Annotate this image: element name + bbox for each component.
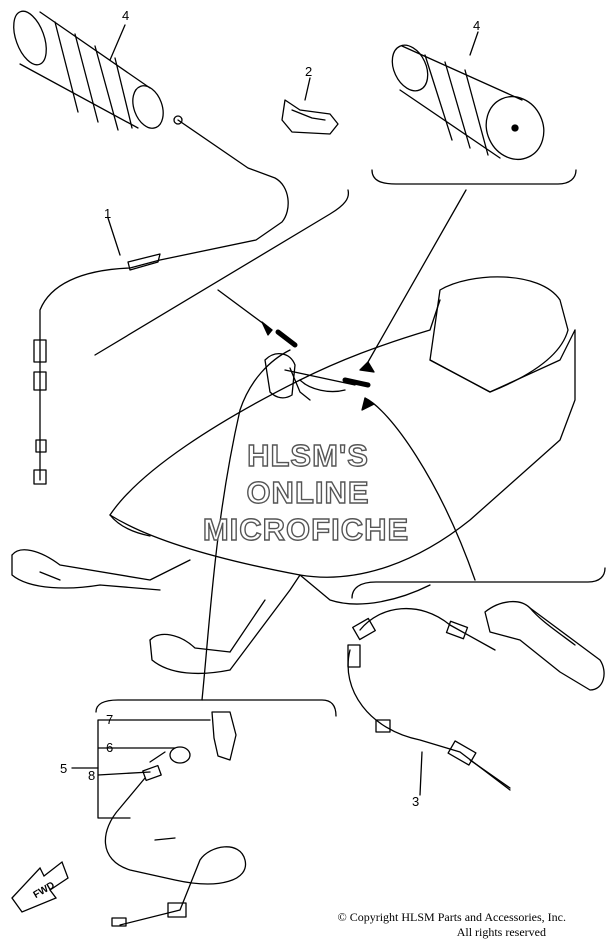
watermark-line-2: ONLINE — [246, 475, 369, 510]
upper-right-bracket — [371, 169, 577, 185]
watermark-line-1: HLSM'S — [247, 438, 369, 473]
callout-4-right: 4 — [473, 18, 480, 33]
callout-2: 2 — [305, 64, 312, 79]
copyright-line-2: All rights reserved — [456, 925, 546, 939]
lower-left-bracket — [95, 699, 337, 717]
callout-3: 3 — [412, 794, 419, 809]
callout-6: 6 — [106, 740, 113, 755]
callout-4-left: 4 — [122, 8, 129, 23]
part-group-bracket — [97, 719, 211, 819]
left-handlebar-grip — [13, 10, 164, 131]
throttle-cable — [33, 115, 289, 485]
brake-cable-and-lever — [347, 601, 605, 791]
snowmobile-illustration — [11, 276, 576, 675]
right-handlebar-grip — [391, 44, 545, 160]
callout-8: 8 — [88, 768, 95, 783]
callout-5: 5 — [60, 761, 67, 776]
callout-7: 7 — [106, 712, 113, 727]
choke-cable-assembly — [104, 711, 247, 927]
copyright-notice: © Copyright HLSM Parts and Accessories, … — [338, 910, 566, 940]
callout-1: 1 — [104, 206, 111, 221]
forward-direction-arrow: FWD — [11, 860, 69, 913]
upper-left-bracket — [94, 189, 350, 356]
cable-clip — [281, 99, 339, 135]
copyright-line-1: © Copyright HLSM Parts and Accessories, … — [337, 910, 566, 924]
watermark-line-3: MICROFICHE — [203, 512, 409, 547]
lower-right-bracket — [351, 567, 606, 599]
